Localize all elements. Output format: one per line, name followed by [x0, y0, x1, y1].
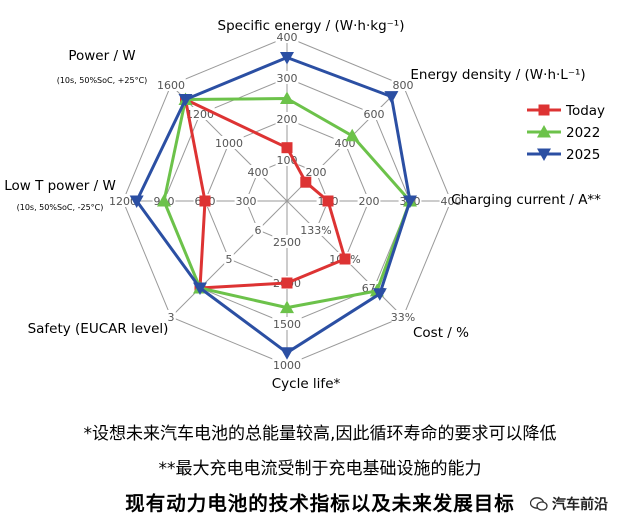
axis-subtitle-8: (10s, 50%SoC, +25°C): [57, 76, 148, 85]
footnote-charging-current: **最大充电电流受制于充电基础设施的能力: [158, 459, 482, 479]
tick-label: 5: [226, 253, 233, 266]
tick-label: 1200: [109, 195, 137, 208]
tick-label: 400: [248, 166, 269, 179]
data-point: [537, 125, 551, 138]
tick-label: 300: [277, 72, 298, 85]
data-point: [129, 195, 144, 208]
axis-title-6: Safety (EUCAR level): [28, 321, 169, 337]
wechat-icon: [530, 497, 548, 511]
figure-caption: 现有动力电池的技术指标以及未来发展目标: [125, 492, 515, 515]
tick-label: 800: [393, 79, 414, 92]
data-point: [157, 194, 171, 207]
data-point: [280, 347, 294, 360]
tick-label: 1500: [273, 318, 301, 331]
tick-label: 133%: [300, 224, 331, 237]
tick-label: 200: [306, 166, 327, 179]
data-point: [322, 195, 334, 207]
data-point: [372, 288, 387, 301]
legend-label: Today: [565, 103, 605, 119]
tick-label: 300: [236, 195, 257, 208]
data-point: [538, 104, 550, 116]
axis-title-8: Power / W: [68, 48, 135, 64]
legend-label: 2022: [566, 125, 600, 141]
tick-label: 600: [364, 108, 385, 121]
data-point: [178, 94, 193, 107]
tick-label: 1600: [157, 79, 185, 92]
footnote-cycle-life: *设想未来汽车电池的总能量较高,因此循环寿命的要求可以降低: [83, 424, 557, 444]
axis-title-2: Energy density / (W·h·L⁻¹): [410, 67, 585, 83]
data-point: [281, 142, 293, 154]
data-point: [384, 91, 399, 104]
tick-label: 400: [441, 195, 462, 208]
tick-label: 6: [255, 224, 262, 237]
tick-label: 200: [277, 113, 298, 126]
axis-subtitle-7: (10s, 50%SoC, -25°C): [17, 203, 104, 212]
watermark-text: 汽车前沿: [552, 497, 608, 513]
axis-title-5: Cycle life*: [272, 376, 341, 392]
data-point: [345, 128, 360, 142]
tick-label: 33%: [391, 311, 415, 324]
data-point: [199, 195, 211, 207]
axis-title-3: Charging current / A**: [451, 192, 601, 208]
tick-label: 1000: [215, 137, 243, 150]
data-point: [339, 253, 351, 265]
tick-label: 400: [277, 31, 298, 44]
axis-title-7: Low T power / W: [4, 178, 116, 194]
legend-label: 2025: [566, 147, 600, 163]
tick-label: 3: [168, 311, 175, 324]
data-point: [280, 300, 294, 314]
axis-title-4: Cost / %: [413, 325, 469, 341]
tick-label: 1000: [273, 359, 301, 372]
tick-label: 200: [359, 195, 380, 208]
data-point: [280, 52, 294, 65]
data-point: [300, 176, 312, 188]
data-point: [280, 91, 294, 104]
tick-label: 2500: [273, 236, 301, 249]
watermark: 汽车前沿: [530, 494, 608, 514]
data-point: [537, 148, 551, 161]
radar-chart: 100200300400200400600800100200300400133%…: [4, 18, 605, 392]
axis-title-1: Specific energy / (W·h·kg⁻¹): [218, 18, 405, 34]
data-point: [193, 282, 207, 295]
data-point: [403, 195, 417, 208]
data-point: [281, 277, 293, 289]
